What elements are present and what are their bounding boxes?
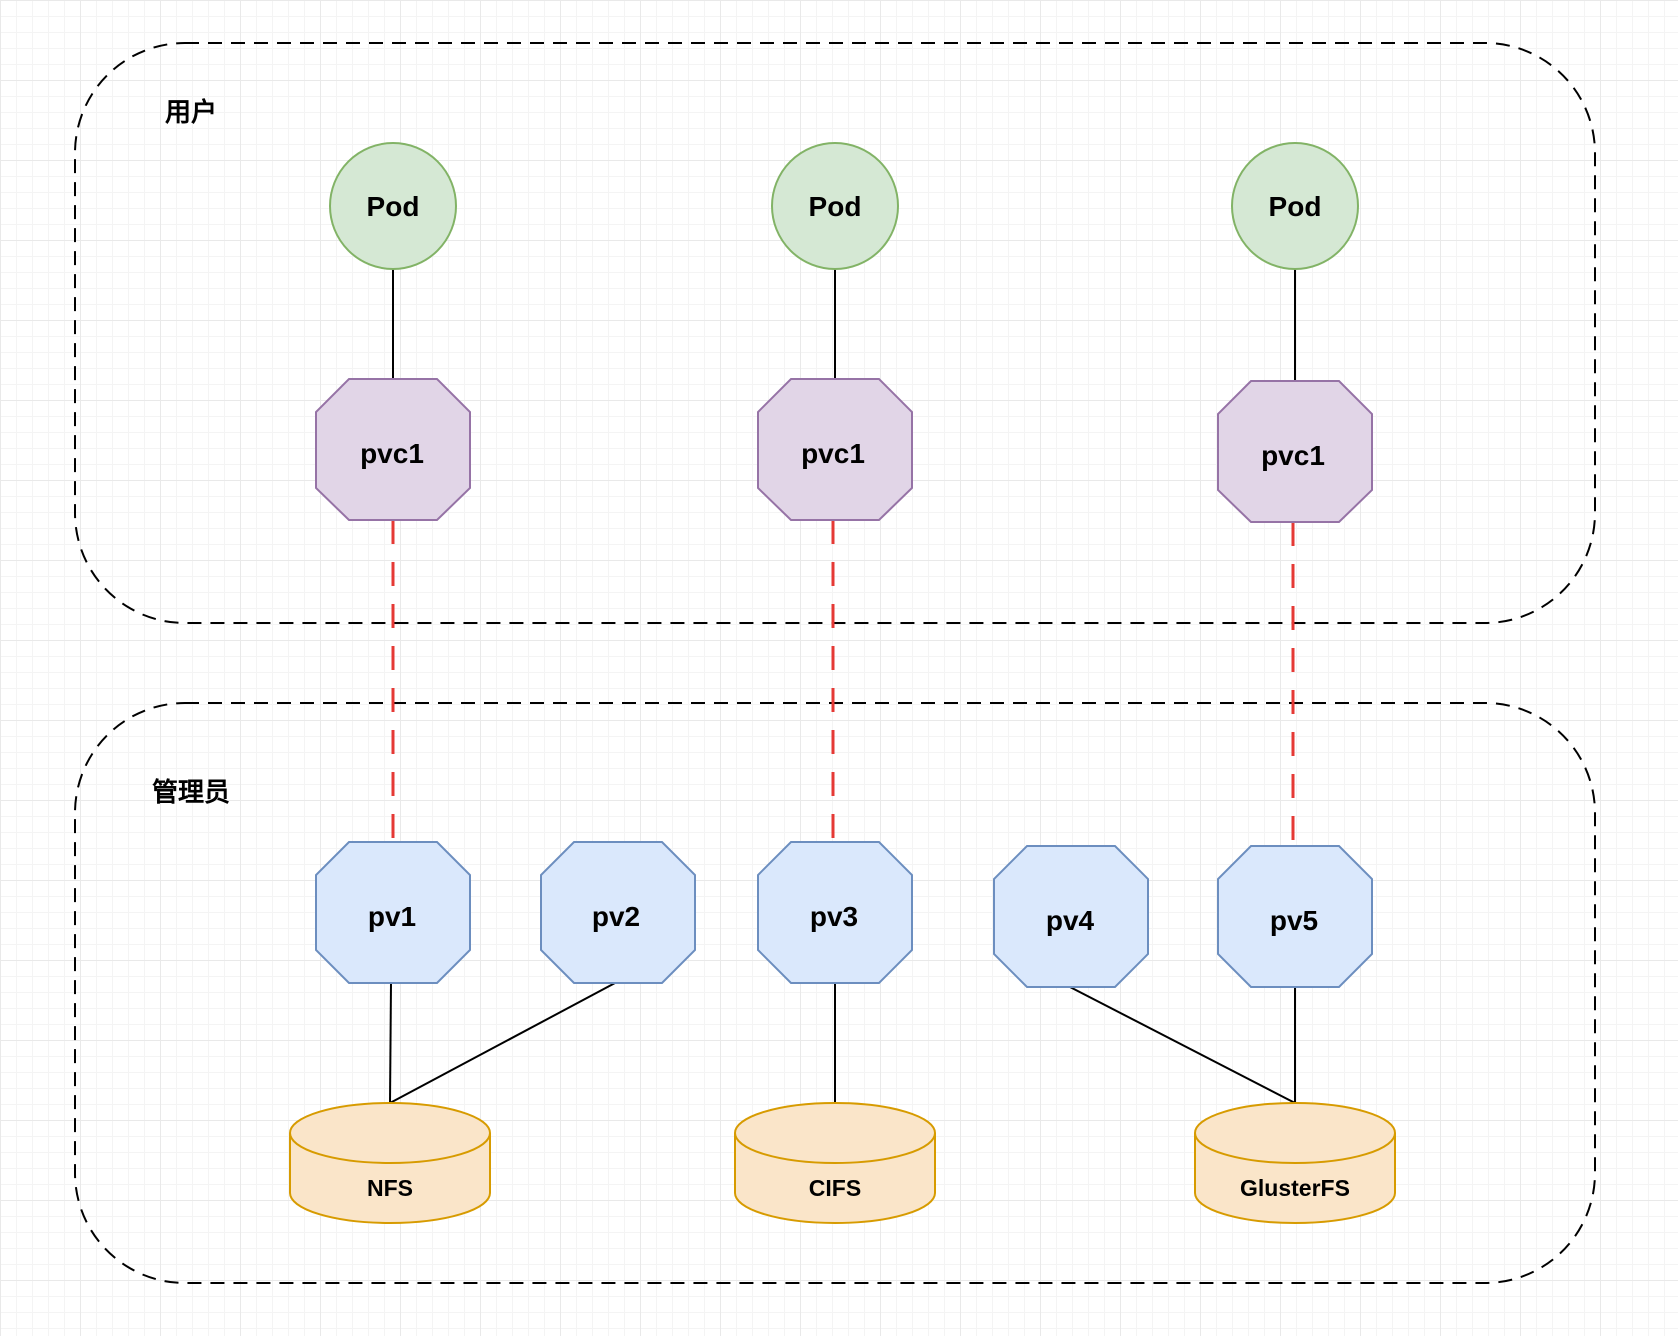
- pvc-node-2[interactable]: pvc1: [757, 378, 913, 521]
- edge-pv1-nfs: [389, 982, 392, 1104]
- pod-node-1[interactable]: Pod: [329, 142, 457, 270]
- edge-pv2-nfs: [389, 982, 616, 1104]
- pvc-node-1[interactable]: pvc1: [315, 378, 471, 521]
- user-zone: [74, 42, 1596, 624]
- pod-node-3[interactable]: Pod: [1231, 142, 1359, 270]
- pvc-label: pvc1: [801, 438, 865, 469]
- pv-label: pv5: [1270, 905, 1318, 936]
- pv-label: pv4: [1046, 905, 1095, 936]
- edge-pv4-glusterfs: [1069, 986, 1296, 1104]
- pv-node-4[interactable]: pv4: [993, 845, 1149, 988]
- pv-label: pv3: [810, 901, 858, 932]
- pvc-label: pvc1: [360, 438, 424, 469]
- storage-nfs[interactable]: NFS: [289, 1102, 491, 1224]
- pv-label: pv1: [368, 901, 416, 932]
- pvc-label: pvc1: [1261, 440, 1325, 471]
- pv-node-3[interactable]: pv3: [757, 841, 913, 984]
- pod-label: Pod: [809, 191, 862, 222]
- pv-node-2[interactable]: pv2: [540, 841, 696, 984]
- admin-zone: [74, 702, 1596, 1284]
- pv-node-1[interactable]: pv1: [315, 841, 471, 984]
- pv-label: pv2: [592, 901, 640, 932]
- storage-glusterfs[interactable]: GlusterFS: [1194, 1102, 1396, 1224]
- pv-node-5[interactable]: pv5: [1217, 845, 1373, 988]
- pod-node-2[interactable]: Pod: [771, 142, 899, 270]
- pvc-node-3[interactable]: pvc1: [1217, 380, 1373, 523]
- storage-label: NFS: [367, 1175, 413, 1201]
- storage-label: GlusterFS: [1240, 1175, 1350, 1201]
- storage-cifs[interactable]: CIFS: [734, 1102, 936, 1224]
- user-zone-label: 用户: [165, 97, 217, 128]
- storage-label: CIFS: [809, 1175, 861, 1201]
- admin-zone-label: 管理员: [152, 778, 230, 808]
- pod-label: Pod: [1269, 191, 1322, 222]
- pod-label: Pod: [367, 191, 420, 222]
